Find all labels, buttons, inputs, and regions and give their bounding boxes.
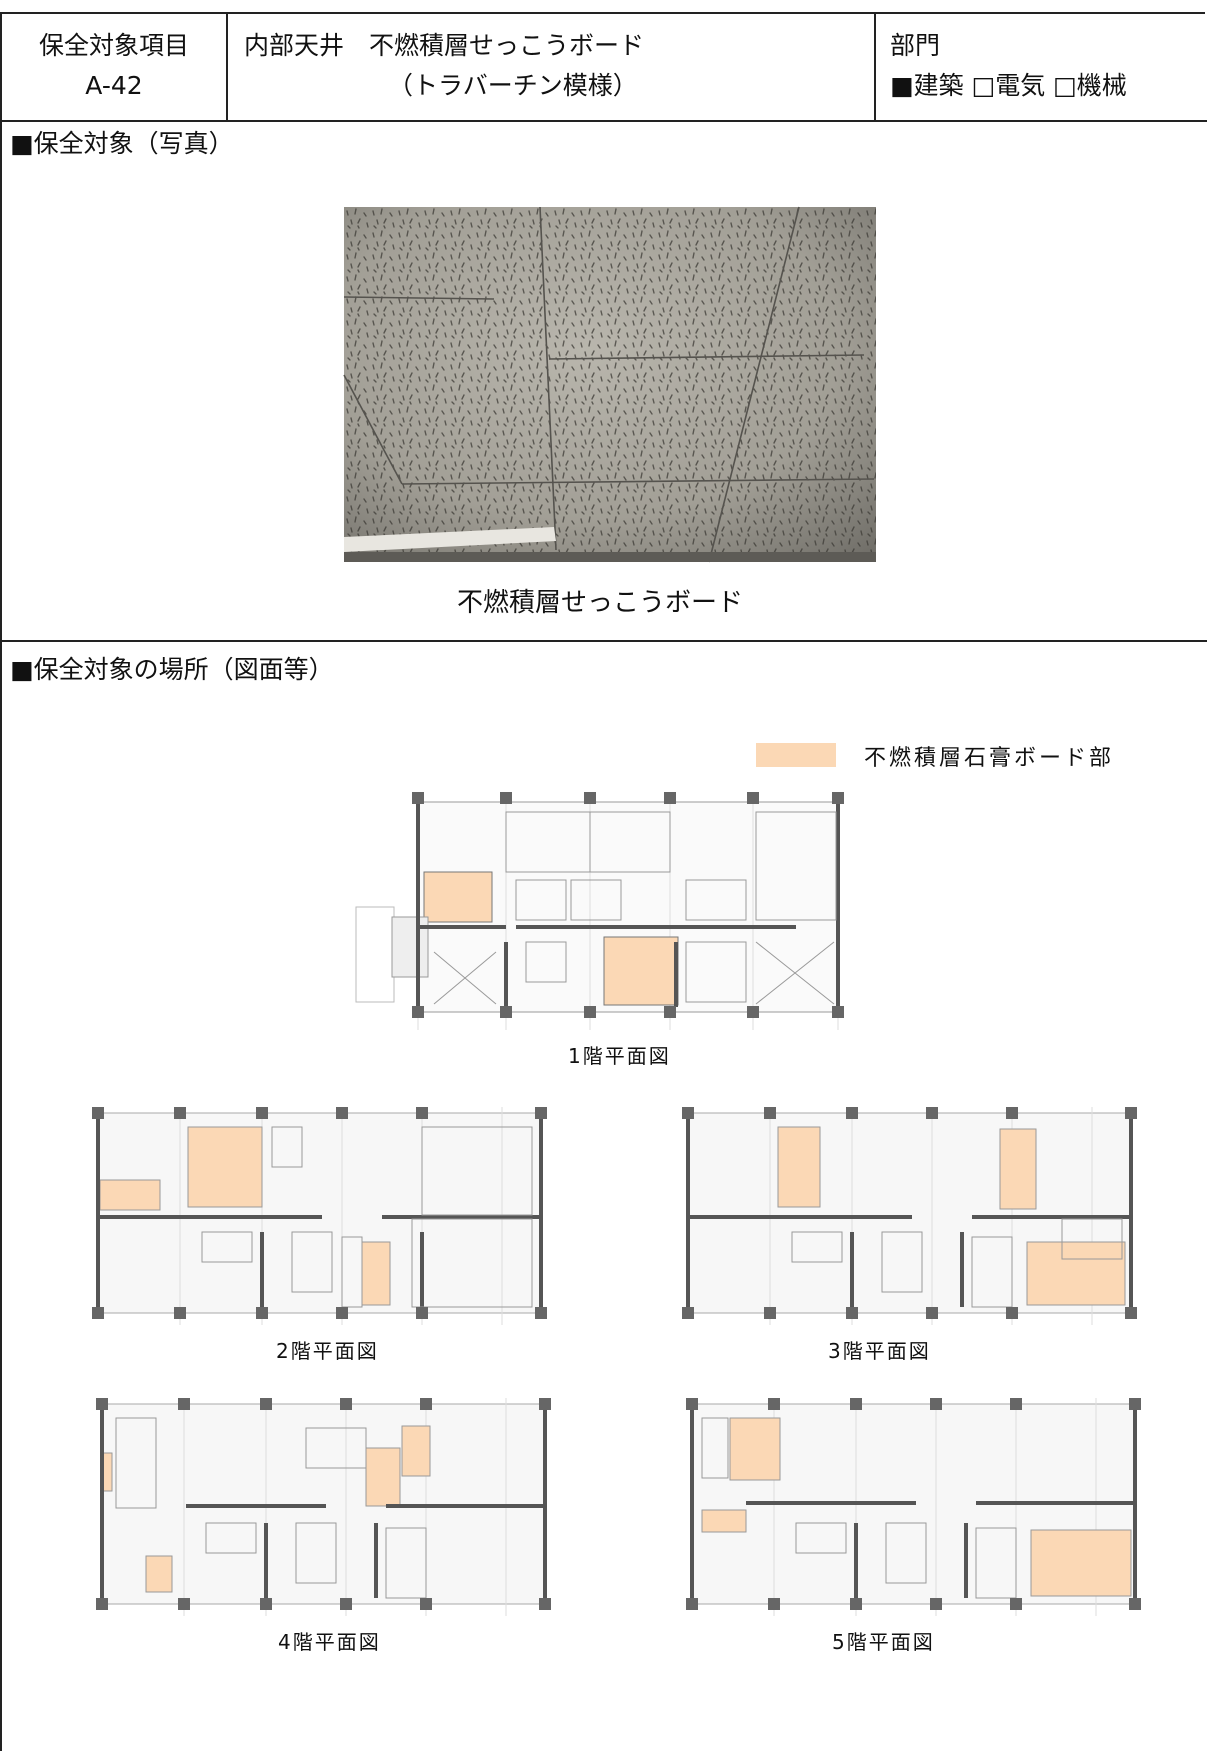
ceiling-photo	[343, 206, 876, 563]
dept-cell: 部門 ■建築 □電気 □機械	[876, 14, 1207, 120]
item-cell: 保全対象項目 A-42	[2, 14, 228, 120]
title-line2: （トラバーチン模様）	[388, 71, 638, 100]
legend-label: 不燃積層石膏ボード部	[864, 746, 1115, 771]
document-sheet: 保全対象項目 A-42 内部天井 不燃積層せっこうボード （トラバーチン模様） …	[0, 12, 1207, 1751]
title-line1: 内部天井 不燃積層せっこうボード	[244, 31, 645, 60]
floor-plan-4	[96, 1398, 551, 1616]
floor-plan-3	[682, 1107, 1137, 1325]
floor-plan-5-label: 5階平面図	[832, 1630, 935, 1654]
floor-plan-1-label: 1階平面図	[568, 1044, 671, 1068]
floor-plan-1	[355, 792, 844, 1030]
dept-options: ■建築 □電気 □機械	[890, 71, 1127, 100]
section-divider	[2, 640, 1207, 642]
item-label: 保全対象項目	[38, 31, 189, 60]
item-code: A-42	[85, 71, 143, 100]
header-row: 保全対象項目 A-42 内部天井 不燃積層せっこうボード （トラバーチン模様） …	[2, 14, 1207, 122]
title-cell: 内部天井 不燃積層せっこうボード （トラバーチン模様）	[228, 14, 876, 120]
floor-plan-5	[686, 1398, 1141, 1616]
floor-plan-2-label: 2階平面図	[276, 1339, 379, 1363]
location-section-label: ■保全対象の場所（図面等）	[10, 655, 334, 684]
dept-label: 部門	[890, 31, 941, 60]
floor-plan-3-label: 3階平面図	[828, 1339, 931, 1363]
floor-plan-4-label: 4階平面図	[278, 1630, 381, 1654]
legend-swatch	[756, 743, 836, 767]
floor-plan-2	[92, 1107, 547, 1325]
photo-caption: 不燃積層せっこうボード	[457, 588, 744, 618]
photo-section-label: ■保全対象（写真）	[10, 129, 234, 158]
